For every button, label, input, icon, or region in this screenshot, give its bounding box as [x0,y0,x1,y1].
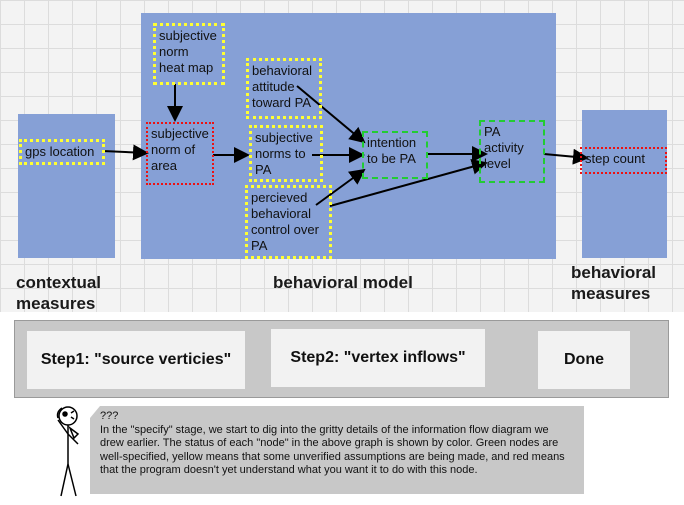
stick-figure-thinking-icon [56,406,80,497]
node-gps-location[interactable]: gps location [19,139,105,165]
node-intention[interactable]: intention to be PA [362,131,428,179]
node-behavioral-attitude[interactable]: behavioral attitude toward PA [246,58,322,119]
label-behavioral-model: behavioral model [273,273,413,292]
node-pa-activity-level[interactable]: PA activity level [479,120,545,183]
step-toolbar: Step1: "source verticies" Step2: "vertex… [14,320,669,398]
node-step-count[interactable]: step count [580,147,667,174]
narrator-question: ??? [100,410,119,422]
information-flow-diagram: gps location subjective norm heat map su… [0,0,684,313]
narrator-message: In the "specify" stage, we start to dig … [100,423,565,477]
node-subjective-norm-of-area[interactable]: subjective norm of area [146,122,214,185]
behavioral-measures-panel [582,110,667,258]
contextual-measures-panel [18,114,115,258]
step2-vertex-inflows-button[interactable]: Step2: "vertex inflows" [271,329,485,387]
node-subjective-norm-heat-map[interactable]: subjective norm heat map [153,23,225,85]
label-behavioral-measures: behavioral measures [571,263,657,303]
narrator-speech-bubble: ??? In the "specify" stage, we start to … [90,406,584,494]
label-contextual-measures: contextual measures [16,273,102,313]
node-subjective-norms-to-pa[interactable]: subjective norms to PA [249,125,323,182]
step1-source-vertices-button[interactable]: Step1: "source verticies" [27,331,245,389]
done-button[interactable]: Done [538,331,630,389]
node-perceived-behavioral-control[interactable]: percieved behavioral control over PA [245,185,332,259]
